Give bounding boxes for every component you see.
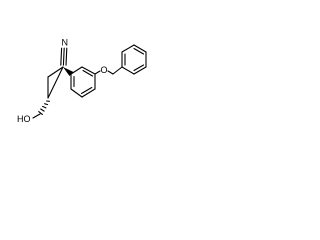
- wedge-bond: [63, 67, 74, 76]
- molecule-structure: N HO O: [17, 38, 147, 124]
- ch2-phenyl-bond: [112, 66, 123, 75]
- hashed-wedge-bond: [38, 100, 50, 115]
- nitrogen-label: N: [62, 38, 69, 48]
- benzyl-ring: [121, 44, 147, 75]
- aryl-oxygen-bond: [94, 70, 101, 75]
- phenyl-ring: [70, 66, 96, 98]
- nitrile-bond: [60, 47, 68, 66]
- ether-oxygen-label: O: [101, 65, 108, 75]
- cyclopropane-ring: [47, 66, 64, 99]
- hydroxyl-label: HO: [17, 114, 31, 124]
- oxygen-ch2-bond: [107, 70, 114, 75]
- ch2-oh-bond: [32, 113, 41, 119]
